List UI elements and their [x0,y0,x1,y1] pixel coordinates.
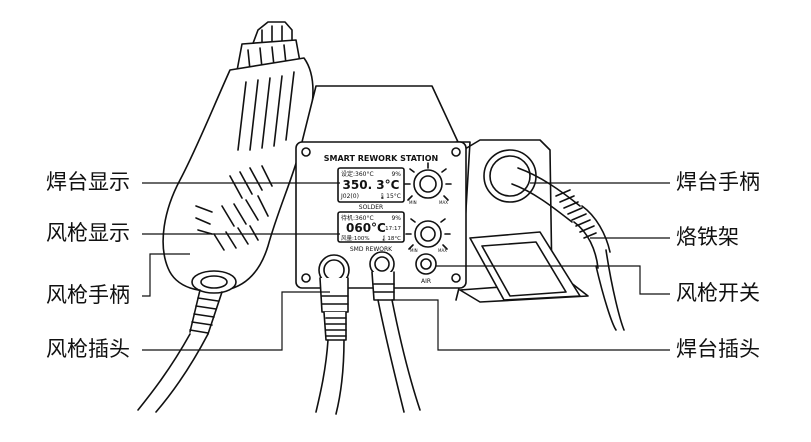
callout-solder-handle: 焊台手柄 [676,170,760,194]
callout-solder-display: 焊台显示 [46,170,130,194]
hotair-plug-cable [315,277,349,415]
solder-iron [483,149,625,331]
solder-tip-code: J02(0) [340,193,359,200]
solder-setpoint: 设定:360°C [341,170,374,178]
leader-lines [142,182,670,351]
smd-airflow: 风量:100% [341,235,370,242]
solder-power: 9% [391,171,401,178]
smd-screen-label: SMD REWORK [350,246,393,253]
callout-hotair-display: 风枪显示 [46,221,130,245]
station-title: SMART REWORK STATION [324,154,438,163]
smd-power: 9% [391,215,401,222]
smd-time: 17:17 [385,226,401,232]
smd-standby: 待机:360°C [341,214,374,222]
panel-text: SMART REWORK STATION 设定:360°C 9% 350. 3°… [324,154,448,285]
air-switch-label: AIR [421,278,431,285]
solder-temp: 350. 3°C [343,178,400,192]
solder-knob-max: MAX [439,200,448,205]
smd-temp: 060°C [346,221,386,235]
smd-knob-max: MAX [438,248,447,253]
front-panel [295,141,467,289]
solder-ambient: 🌡15°C [379,192,401,200]
callout-hotair-switch: 风枪开关 [676,281,760,305]
callout-iron-holder: 烙铁架 [676,225,739,249]
callout-solder-plug: 焊台插头 [676,337,760,361]
hotair-gun [137,21,314,413]
smd-ambient: 🌡18°C [380,235,401,242]
solder-plug-cable [371,271,421,413]
callout-hotair-plug: 风枪插头 [46,337,130,361]
solder-knob-min: MIN [409,200,417,205]
callout-hotair-handle: 风枪手柄 [46,283,130,307]
solder-screen-label: SOLDER [359,204,383,211]
smd-knob-min: MIN [410,248,418,253]
